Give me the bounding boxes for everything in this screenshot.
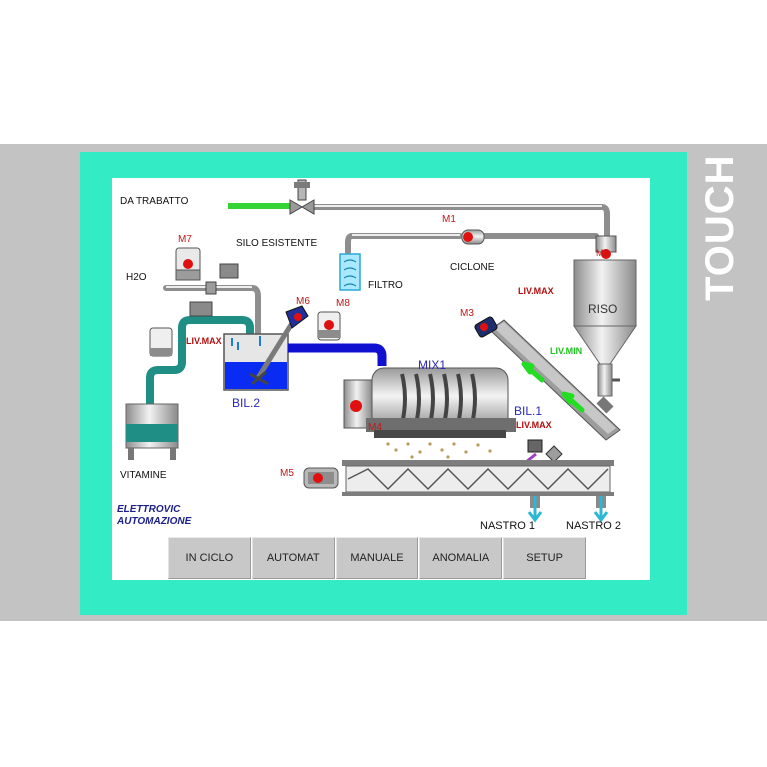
label-bil1: BIL.1: [514, 404, 543, 418]
label-h2o: H2O: [126, 272, 147, 283]
label-nastro1: NASTRO 1: [480, 520, 536, 532]
motor-m1-indicator: [463, 232, 473, 242]
riso-silo: [573, 235, 637, 397]
label-silo-esistente: SILO ESISTENTE: [236, 238, 318, 249]
motor-m4-indicator: [350, 400, 362, 412]
label-m4: M4: [368, 422, 382, 433]
label-m8: M8: [336, 298, 350, 309]
label-liv-min-riso: LIV.MIN: [550, 346, 583, 356]
teal-pipes: [146, 316, 254, 408]
nav-in-ciclo-button[interactable]: IN CICLO: [168, 537, 251, 579]
label-nastro2: NASTRO 2: [566, 520, 622, 532]
screw-conveyor: [342, 460, 614, 523]
label-m5: M5: [280, 468, 294, 479]
motor-m3-indicator: [480, 323, 488, 331]
logo-line2: AUTOMAZIONE: [117, 516, 192, 527]
grey-pipes: [163, 204, 610, 337]
brand-label: TOUCH: [698, 154, 742, 301]
label-m3: M3: [460, 308, 474, 319]
motor-m6[interactable]: [285, 305, 309, 329]
valve-h2o[interactable]: [205, 263, 239, 295]
motor-m8-indicator: [324, 320, 334, 330]
filtro-unit: [339, 253, 361, 291]
label-riso: RISO: [588, 302, 618, 316]
hmi-screen: DA TRABATTO SILO ESISTENTE M1 M2 M7 H2O …: [112, 178, 650, 580]
feed-pipe-green: [228, 203, 290, 209]
bottom-nav: IN CICLO AUTOMAT MANUALE ANOMALIA SETUP: [168, 537, 586, 579]
product-granules: [386, 442, 492, 459]
label-liv-max-bil2: LIV.MAX: [186, 336, 222, 346]
label-m1: M1: [442, 214, 456, 225]
label-vitamine: VITAMINE: [120, 470, 167, 481]
label-liv-max-riso: LIV.MAX: [518, 286, 554, 296]
blue-pipe: [288, 343, 387, 366]
motor-m2-indicator: [601, 249, 611, 259]
label-m2: M2: [596, 248, 609, 258]
label-da-trabatto: DA TRABATTO: [120, 196, 189, 207]
motor-m7-indicator: [183, 259, 193, 269]
mix1-mixer: [343, 367, 516, 438]
nav-automat-button[interactable]: AUTOMAT: [251, 537, 335, 579]
label-liv-max-bil1: LIV.MAX: [516, 420, 552, 430]
vitamine-doser[interactable]: [149, 301, 213, 357]
label-ciclone: CICLONE: [450, 262, 495, 273]
motor-m8[interactable]: [317, 311, 341, 341]
valve-silo[interactable]: [289, 179, 315, 215]
nav-anomalia-button[interactable]: ANOMALIA: [419, 537, 503, 579]
process-diagram: [125, 179, 637, 523]
vitamine-tank: [125, 403, 179, 460]
label-m7: M7: [178, 234, 192, 245]
inclined-conveyor: [474, 316, 621, 441]
motor-m5-indicator: [313, 473, 323, 483]
bil2-tank: [223, 318, 297, 391]
nav-setup-button[interactable]: SETUP: [503, 537, 586, 579]
label-m6: M6: [296, 296, 310, 307]
nav-manuale-button[interactable]: MANUALE: [335, 537, 419, 579]
motor-m6-indicator: [294, 313, 302, 321]
label-mix1: MIX1: [418, 358, 447, 372]
ciclone-fan[interactable]: [461, 229, 485, 245]
motor-m7[interactable]: [175, 247, 201, 281]
logo-line1: ELETTROVIC: [117, 504, 181, 515]
motor-m5[interactable]: [303, 467, 339, 489]
label-bil2: BIL.2: [232, 396, 261, 410]
label-filtro: FILTRO: [368, 280, 403, 291]
